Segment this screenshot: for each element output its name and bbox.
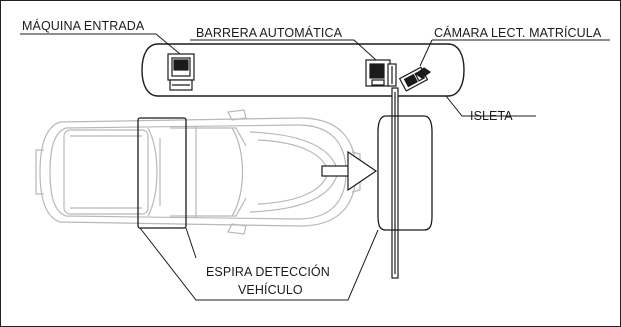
vehicle	[35, 109, 361, 235]
vehicle-body-outline	[39, 117, 357, 227]
label-automatic-barrier: BARRERA AUTOMÁTICA	[196, 25, 343, 40]
direction-arrow	[321, 150, 378, 192]
leader-lines	[20, 33, 610, 301]
vehicle-body-inner	[49, 124, 347, 220]
vehicle-mirror-bottom	[227, 223, 247, 235]
label-entry-machine: MÁQUINA ENTRADA	[22, 18, 145, 33]
label-plate-camera: CÁMARA LECT. MATRÍCULA	[434, 25, 602, 40]
barrier-housing	[365, 59, 397, 87]
detection-loops	[137, 115, 433, 231]
entry-machine	[167, 53, 195, 91]
vehicle-side-window-bottom	[170, 197, 247, 217]
vehicle-mirror-top	[227, 109, 247, 121]
detection-loop-2	[377, 115, 433, 231]
detection-loop-1	[137, 117, 187, 229]
label-loop-line2: VEHÍCULO	[238, 282, 303, 297]
vehicle-rear-window	[147, 127, 158, 217]
label-loop-line1: ESPIRA DETECCIÓN	[206, 264, 330, 279]
vehicle-bed	[63, 129, 149, 215]
vehicle-side-window-top	[170, 127, 247, 147]
vehicle-windshield	[231, 127, 244, 217]
plate-camera	[398, 66, 432, 92]
barrier-arm	[391, 87, 399, 279]
island-shape	[141, 43, 465, 97]
label-island: ISLETA	[470, 109, 513, 123]
